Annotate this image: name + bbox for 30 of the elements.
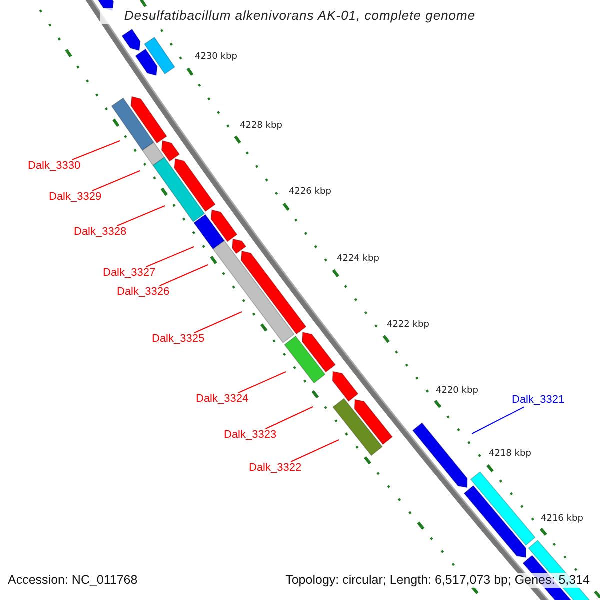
tick-label: 4218 kbp bbox=[489, 449, 532, 460]
leader-line bbox=[116, 206, 166, 226]
gene-label: Dalk_3330 bbox=[28, 160, 81, 174]
leader-line bbox=[72, 140, 120, 160]
leader-line bbox=[159, 264, 208, 286]
leader-line bbox=[146, 246, 194, 268]
leader-line bbox=[92, 170, 140, 192]
accession-text: Accession: NC_011768 bbox=[6, 573, 140, 588]
gene-label: Dalk_3329 bbox=[49, 191, 102, 204]
genome-stats-text: Topology: circular; Length: 6,517,073 bp; Genes: 5,314 bbox=[284, 573, 592, 588]
gene-label: Dalk_3325 bbox=[152, 333, 205, 346]
tick-label: 4220 kbp bbox=[436, 386, 478, 397]
leader-line bbox=[194, 312, 242, 334]
tick-label: 4228 kbp bbox=[240, 121, 282, 132]
gene-label: Dalk_3321 bbox=[512, 394, 565, 408]
leader-line bbox=[472, 406, 525, 434]
gene-label: Dalk_3323 bbox=[224, 429, 277, 442]
tick-label: 4226 kbp bbox=[289, 187, 332, 198]
leader-line bbox=[265, 406, 314, 430]
tick-label: 4216 kbp bbox=[541, 514, 584, 525]
tick-label: 4222 kbp bbox=[387, 320, 430, 331]
gene-label: Dalk_3324 bbox=[196, 393, 249, 406]
gene-label: Dalk_3328 bbox=[74, 226, 127, 240]
gene-label: Dalk_3326 bbox=[117, 286, 170, 300]
tick-label: 4230 kbp bbox=[195, 52, 238, 63]
gene-label: Dalk_3322 bbox=[249, 462, 302, 476]
leader-line bbox=[238, 372, 286, 394]
tick-label: 4224 kbp bbox=[337, 254, 380, 265]
leader-line bbox=[290, 440, 340, 462]
gene-label: Dalk_3327 bbox=[103, 267, 156, 280]
